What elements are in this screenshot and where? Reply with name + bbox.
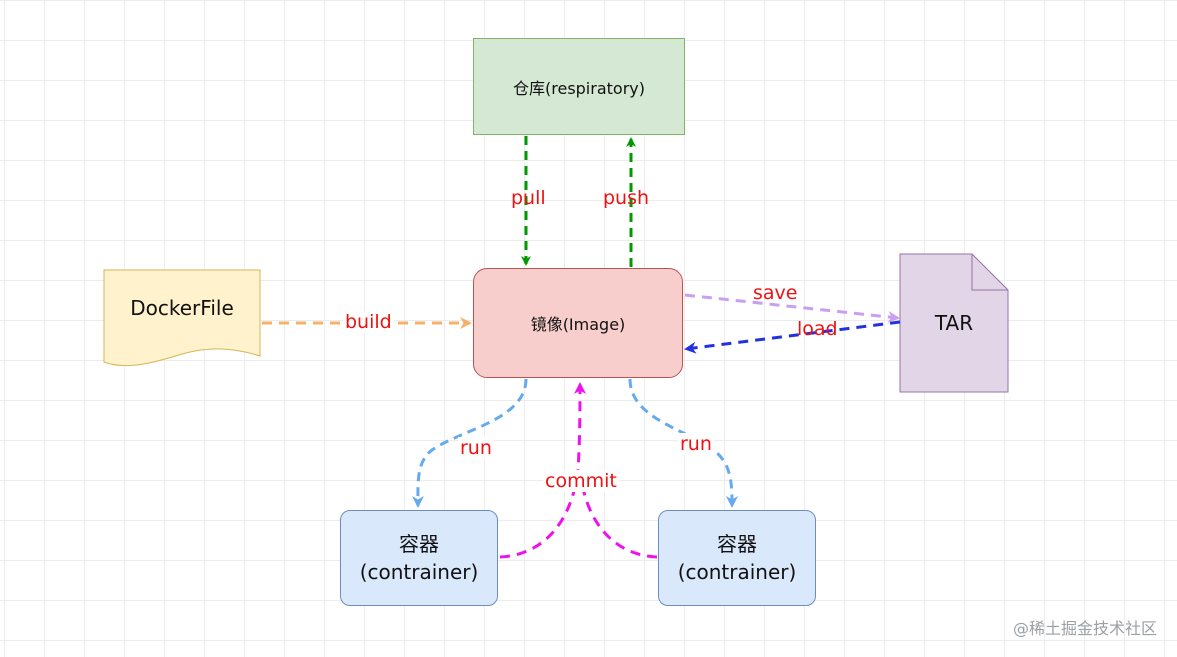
build-label: build (343, 311, 394, 333)
image-label: 镜像(Image) (530, 315, 626, 334)
save-label: save (753, 282, 798, 304)
container-left-subtitle: (contrainer) (359, 560, 479, 584)
dockerfile-shape (103, 269, 261, 367)
save-arrow (684, 293, 900, 323)
container-right-subtitle: (contrainer) (677, 560, 797, 584)
container-left-node: 容器 (contrainer) (340, 510, 498, 606)
image-node: 镜像(Image) (473, 268, 683, 378)
load-arrow (684, 320, 901, 354)
dockerfile-label: DockerFile (130, 296, 234, 320)
run-left-arrow (411, 378, 528, 508)
run-left-label: run (458, 437, 494, 459)
container-right-title: 容器 (717, 532, 757, 556)
push-label: push (603, 187, 650, 209)
repository-label: 仓库(respiratory) (513, 78, 645, 98)
tar-label: TAR (934, 311, 974, 335)
watermark: @稀土掘金技术社区 (1012, 619, 1157, 638)
container-left-title: 容器 (399, 532, 439, 556)
run-right-label: run (678, 433, 714, 455)
pull-label: pull (511, 187, 546, 209)
container-right-node: 容器 (contrainer) (658, 510, 816, 606)
load-label: load (797, 318, 838, 340)
tar-file-icon (899, 253, 1009, 393)
repository-node: 仓库(respiratory) (473, 38, 685, 135)
commit-label: commit (543, 470, 619, 492)
